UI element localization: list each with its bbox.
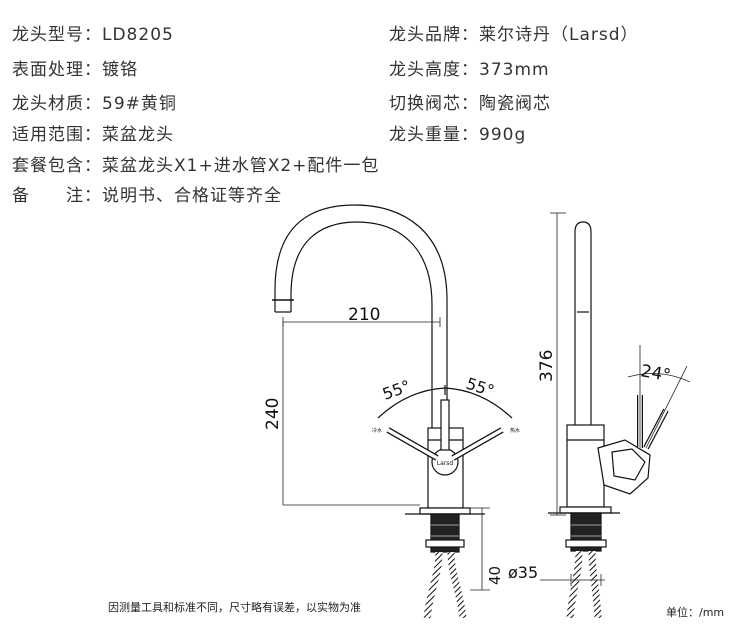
spec-height: 龙头高度：373mm bbox=[389, 55, 550, 80]
front-base-ring bbox=[419, 507, 471, 515]
front-hose-left bbox=[423, 551, 443, 619]
spec-remarks-value: 说明书、合格证等齐全 bbox=[102, 186, 282, 206]
spec-package-value: 菜盆龙头X1+进水管X2+配件一包 bbox=[102, 156, 380, 176]
side-spout bbox=[574, 221, 592, 425]
angle-arc-left bbox=[377, 387, 446, 419]
spec-brand-label: 龙头品牌： bbox=[389, 25, 479, 45]
spec-model: 龙头型号：LD8205 bbox=[12, 20, 174, 45]
dim-diameter-label: ø35 bbox=[508, 563, 538, 582]
hot-label: 热水 bbox=[510, 427, 520, 434]
front-lever-right bbox=[451, 427, 504, 461]
spec-weight-value: 990g bbox=[479, 125, 527, 145]
spec-material: 龙头材质：59#黄铜 bbox=[12, 89, 177, 114]
dim-tilt-line-b bbox=[645, 365, 688, 449]
spec-finish: 表面处理：镀铬 bbox=[12, 55, 138, 80]
front-lever-left bbox=[386, 427, 439, 461]
front-spout-outer bbox=[274, 204, 448, 430]
spec-brand: 龙头品牌：莱尔诗丹（Larsd） bbox=[389, 20, 639, 45]
spec-brand-value: 莱尔诗丹（Larsd） bbox=[479, 25, 639, 45]
front-spout-inner bbox=[290, 221, 433, 430]
dim-reach-label: 210 bbox=[348, 305, 380, 325]
spec-usage: 适用范围：菜盆龙头 bbox=[12, 120, 174, 145]
side-view bbox=[548, 221, 669, 619]
front-view: Larsd bbox=[272, 204, 513, 619]
spec-usage-value: 菜盆龙头 bbox=[102, 125, 174, 145]
dim-tilt-arc bbox=[627, 373, 691, 383]
angle-arc-right bbox=[444, 387, 513, 419]
spec-valve: 切换阀芯：陶瓷阀芯 bbox=[389, 89, 551, 114]
spec-height-value: 373mm bbox=[479, 60, 550, 80]
spec-package-label: 套餐包含： bbox=[12, 156, 102, 176]
cold-label: 冷水 bbox=[372, 427, 382, 434]
spec-material-label: 龙头材质： bbox=[12, 94, 102, 114]
dim-angle-right-label: 55° bbox=[464, 374, 497, 401]
side-hose-left bbox=[566, 550, 583, 619]
spec-valve-value: 陶瓷阀芯 bbox=[479, 94, 551, 114]
spec-finish-label: 表面处理： bbox=[12, 60, 102, 80]
footer-note: 因测量工具和标准不同，尺寸略有误差，以实物为准 bbox=[108, 601, 361, 614]
spec-model-label: 龙头型号： bbox=[12, 25, 102, 45]
dim-total-height-label: 376 bbox=[537, 350, 557, 382]
spec-weight: 龙头重量：990g bbox=[389, 120, 526, 145]
spec-weight-label: 龙头重量： bbox=[389, 125, 479, 145]
spec-valve-label: 切换阀芯： bbox=[389, 94, 479, 114]
side-hose-right bbox=[588, 550, 602, 619]
spec-finish-value: 镀铬 bbox=[102, 60, 138, 80]
side-body bbox=[566, 424, 605, 508]
front-dimensions bbox=[282, 317, 490, 591]
spec-material-value: 59#黄铜 bbox=[102, 94, 177, 114]
spec-model-value: LD8205 bbox=[102, 25, 174, 45]
dim-base-label: 40 bbox=[486, 566, 504, 585]
brand-mark: Larsd bbox=[437, 460, 454, 467]
spec-usage-label: 适用范围： bbox=[12, 125, 102, 145]
front-hose-right bbox=[447, 551, 467, 619]
unit-label: 单位：/mm bbox=[666, 606, 725, 619]
dim-angle-left-label: 55° bbox=[380, 376, 413, 404]
spec-package: 套餐包含：菜盆龙头X1+进水管X2+配件一包 bbox=[12, 151, 379, 176]
dim-tilt-label: 24° bbox=[639, 361, 672, 386]
dim-height-label: 240 bbox=[263, 398, 283, 430]
spec-remarks-label: 备 注： bbox=[12, 186, 102, 206]
side-dimensions bbox=[540, 212, 691, 586]
spec-height-label: 龙头高度： bbox=[389, 60, 479, 80]
spec-remarks: 备 注：说明书、合格证等齐全 bbox=[12, 181, 282, 206]
side-lever bbox=[637, 395, 669, 450]
